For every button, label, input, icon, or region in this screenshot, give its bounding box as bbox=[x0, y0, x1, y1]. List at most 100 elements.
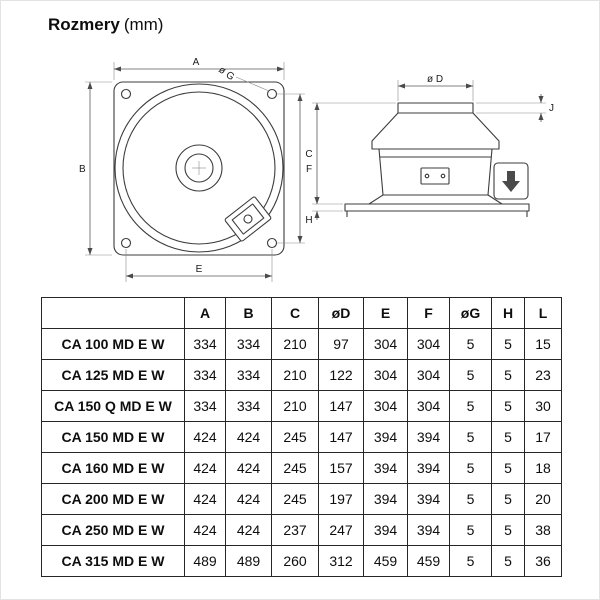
dimension-value-cell: 489 bbox=[225, 545, 272, 577]
dimension-value-cell: 245 bbox=[271, 452, 319, 484]
dimension-value-cell: 334 bbox=[225, 359, 272, 391]
dimension-value-cell: 424 bbox=[225, 514, 272, 546]
fan-housing-inner-circle bbox=[122, 91, 276, 245]
dimension-value-cell: 394 bbox=[363, 483, 408, 515]
dimension-value-cell: 394 bbox=[363, 452, 408, 484]
dimension-value-cell: 97 bbox=[318, 328, 364, 360]
dimension-value-cell: 210 bbox=[271, 328, 319, 360]
dimension-value-cell: 5 bbox=[449, 483, 492, 515]
column-header: øD bbox=[318, 297, 364, 329]
front-view-drawing: A B E F ø G bbox=[79, 57, 312, 282]
hub-outer-circle bbox=[175, 144, 223, 192]
model-column-header bbox=[41, 297, 185, 329]
dimension-value-cell: 23 bbox=[524, 359, 562, 391]
dimension-value-cell: 17 bbox=[524, 421, 562, 453]
dim-g-label: ø G bbox=[216, 64, 236, 83]
corner-hole bbox=[120, 237, 132, 249]
inlet-bell bbox=[371, 102, 500, 150]
base-flange bbox=[344, 203, 530, 212]
dimension-value-cell: 5 bbox=[449, 514, 492, 546]
page-title: Rozmery(mm) bbox=[48, 14, 163, 36]
dimension-value-cell: 5 bbox=[491, 452, 525, 484]
dimension-value-cell: 210 bbox=[271, 359, 319, 391]
hub-inner-circle bbox=[184, 153, 214, 183]
dimension-value-cell: 210 bbox=[271, 390, 319, 422]
corner-hole bbox=[266, 88, 278, 100]
column-header: H bbox=[491, 297, 525, 329]
dim-c-label: C bbox=[305, 149, 312, 160]
dimension-value-cell: 424 bbox=[184, 421, 226, 453]
title-text: Rozmery bbox=[48, 15, 120, 34]
dimension-value-cell: 394 bbox=[407, 483, 450, 515]
dimension-value-cell: 424 bbox=[225, 452, 272, 484]
model-name-cell: CA 125 MD E W bbox=[41, 359, 185, 391]
title-unit: (mm) bbox=[123, 15, 164, 34]
dim-h-label: H bbox=[305, 215, 312, 226]
dimension-value-cell: 245 bbox=[271, 483, 319, 515]
model-name-cell: CA 250 MD E W bbox=[41, 514, 185, 546]
dimension-value-cell: 5 bbox=[491, 483, 525, 515]
dimension-value-cell: 304 bbox=[363, 328, 408, 360]
dimension-value-cell: 247 bbox=[318, 514, 364, 546]
dimension-value-cell: 424 bbox=[184, 514, 226, 546]
column-header: L bbox=[524, 297, 562, 329]
dim-f-label: F bbox=[306, 164, 312, 175]
model-name-cell: CA 150 MD E W bbox=[41, 421, 185, 453]
dimension-value-cell: 304 bbox=[363, 359, 408, 391]
dimension-value-cell: 459 bbox=[363, 545, 408, 577]
arrow-down-icon bbox=[502, 171, 520, 192]
dimension-value-cell: 147 bbox=[318, 390, 364, 422]
dimension-value-cell: 304 bbox=[407, 328, 450, 360]
dimension-value-cell: 30 bbox=[524, 390, 562, 422]
dimension-value-cell: 5 bbox=[449, 390, 492, 422]
dim-g-leader bbox=[235, 76, 270, 92]
dimension-value-cell: 424 bbox=[225, 483, 272, 515]
dimension-value-cell: 394 bbox=[407, 421, 450, 453]
dimension-value-cell: 122 bbox=[318, 359, 364, 391]
dimension-value-cell: 459 bbox=[407, 545, 450, 577]
terminal-box bbox=[224, 196, 272, 242]
dimension-value-cell: 18 bbox=[524, 452, 562, 484]
model-name-cell: CA 100 MD E W bbox=[41, 328, 185, 360]
model-name-cell: CA 315 MD E W bbox=[41, 545, 185, 577]
dimension-value-cell: 312 bbox=[318, 545, 364, 577]
dimension-value-cell: 394 bbox=[363, 514, 408, 546]
dimension-value-cell: 5 bbox=[449, 452, 492, 484]
dimension-value-cell: 5 bbox=[491, 514, 525, 546]
dimension-value-cell: 260 bbox=[271, 545, 319, 577]
dimension-value-cell: 304 bbox=[407, 359, 450, 391]
column-header: E bbox=[363, 297, 408, 329]
model-name-cell: CA 200 MD E W bbox=[41, 483, 185, 515]
dimension-value-cell: 334 bbox=[184, 390, 226, 422]
dimension-value-cell: 334 bbox=[184, 359, 226, 391]
column-header: C bbox=[271, 297, 319, 329]
dimension-value-cell: 5 bbox=[449, 545, 492, 577]
column-header: øG bbox=[449, 297, 492, 329]
column-header: F bbox=[407, 297, 450, 329]
dimension-value-cell: 304 bbox=[363, 390, 408, 422]
dimension-value-cell: 157 bbox=[318, 452, 364, 484]
dimension-value-cell: 334 bbox=[184, 328, 226, 360]
dimension-value-cell: 5 bbox=[449, 359, 492, 391]
dimension-value-cell: 36 bbox=[524, 545, 562, 577]
dimension-value-cell: 424 bbox=[225, 421, 272, 453]
corner-hole bbox=[120, 88, 132, 100]
dimension-value-cell: 20 bbox=[524, 483, 562, 515]
dim-e-label: E bbox=[196, 264, 203, 275]
dimension-value-cell: 5 bbox=[449, 421, 492, 453]
dimension-value-cell: 334 bbox=[225, 390, 272, 422]
dimension-value-cell: 15 bbox=[524, 328, 562, 360]
fan-housing-outer-circle bbox=[114, 83, 284, 253]
